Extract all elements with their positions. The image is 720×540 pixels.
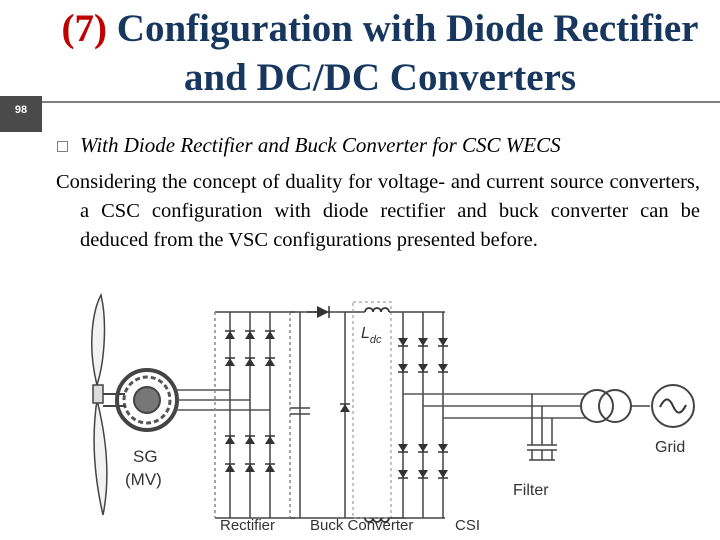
- title-divider: [42, 101, 720, 103]
- generator-sublabel: (MV): [125, 470, 162, 489]
- rectifier-label: Rectifier: [220, 517, 275, 534]
- current-source-inverter: [389, 311, 445, 519]
- generator-label: SG: [133, 447, 158, 466]
- body-paragraph: Considering the concept of duality for v…: [56, 171, 700, 251]
- inductor-label: L: [361, 325, 370, 342]
- generator-icon: [103, 368, 179, 432]
- inductor-icon: [364, 307, 390, 523]
- turbine-icon: [91, 292, 108, 516]
- slide-title: (7) Configuration with Diode Rectifier a…: [40, 4, 720, 102]
- bullet-square-icon: [57, 141, 68, 152]
- transformer-icon: [580, 389, 632, 423]
- filter-capacitors: [527, 394, 557, 461]
- slide-number: 98: [14, 104, 28, 116]
- circuit-diagram: SG (MV) Ldc: [91, 292, 695, 534]
- slide-number-box: [0, 96, 42, 132]
- diode-rectifier: [214, 311, 295, 519]
- inductor-subscript: dc: [370, 334, 382, 346]
- buck-converter-label: Buck Converter: [310, 517, 413, 534]
- title-number: (7): [61, 7, 108, 50]
- subheading: With Diode Rectifier and Buck Converter …: [80, 133, 561, 157]
- buck-switch-icon: [307, 306, 330, 318]
- grid-label: Grid: [655, 439, 685, 456]
- filter-label: Filter: [513, 482, 549, 499]
- grid-icon: [651, 384, 695, 428]
- csi-label: CSI: [455, 517, 480, 534]
- svg-text:Ldc: Ldc: [361, 325, 382, 346]
- title-text: Configuration with Diode Rectifier and D…: [116, 7, 699, 99]
